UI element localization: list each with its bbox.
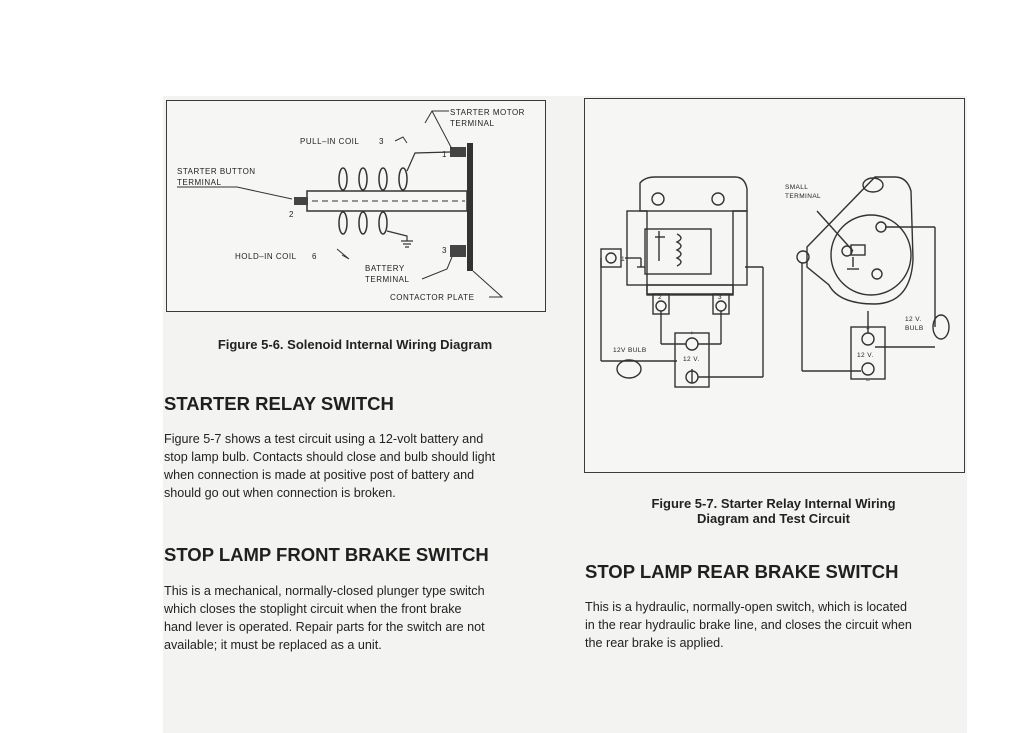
label-num-3: 3 (442, 246, 447, 255)
label-relay-num-3: 3 (718, 294, 722, 301)
label-starter-motor-1: STARTER MOTOR (450, 108, 525, 117)
label-small-2: TERMINAL (785, 193, 821, 200)
figure1-caption: Figure 5-6. Solenoid Internal Wiring Dia… (217, 337, 493, 352)
body-line: when connection is made at positive post… (164, 468, 475, 482)
body-line: the rear brake is applied. (585, 636, 724, 650)
body-line: should go out when connection is broken. (164, 486, 396, 500)
label-bulb-right-1: 12 V. (905, 316, 922, 323)
solenoid-diagram-svg: STARTER MOTOR TERMINAL PULL–IN COIL 3 ST… (177, 108, 525, 302)
body-line: stop lamp bulb. Contacts should close an… (164, 450, 496, 464)
body-starter-relay-switch: Figure 5-7 shows a test circuit using a … (164, 430, 544, 502)
label-relay-num-2: 2 (658, 294, 662, 301)
body-line: Figure 5-7 shows a test circuit using a … (164, 432, 484, 446)
figure2-caption: Figure 5-7. Starter Relay Internal Wirin… (584, 496, 963, 526)
label-num-2: 2 (289, 210, 294, 219)
body-line: hand lever is operated. Repair parts for… (164, 620, 485, 634)
label-minus-right: – (866, 377, 870, 384)
figure2-caption-line2: Diagram and Test Circuit (697, 511, 850, 526)
label-plus-right: + (866, 326, 870, 333)
body-stop-lamp-rear-brake-switch: This is a hydraulic, normally-open switc… (585, 598, 965, 652)
label-relay-num-1: 1 (621, 256, 625, 263)
heading-stop-lamp-front-brake-switch: STOP LAMP FRONT BRAKE SWITCH (164, 544, 489, 565)
label-starter-motor-2: TERMINAL (450, 119, 495, 128)
label-num-1: 1 (442, 150, 447, 159)
body-line: available; it must be replaced as a unit… (164, 638, 382, 652)
label-hold-in-coil: HOLD–IN COIL (235, 252, 297, 261)
label-battery-1: BATTERY (365, 264, 405, 273)
label-pull-in-coil: PULL–IN COIL (300, 137, 359, 146)
figure-starter-relay-diagram: SMALL TERMINAL 12V BULB 12 V. 12 V. BULB… (584, 98, 965, 473)
label-starter-button-2: TERMINAL (177, 178, 222, 187)
label-plus-left: + (690, 330, 694, 337)
terminal-1-shape (450, 147, 466, 157)
label-bulb-left: 12V BULB (613, 347, 647, 354)
figure2-caption-line1: Figure 5-7. Starter Relay Internal Wirin… (651, 496, 896, 511)
label-pull-in-value: 3 (379, 137, 384, 146)
body-line: which closes the stoplight circuit when … (164, 602, 462, 616)
heading-starter-relay-switch: STARTER RELAY SWITCH (164, 393, 394, 414)
starter-button-terminal-shape (294, 197, 308, 205)
label-bulb-right-2: BULB (905, 325, 924, 332)
label-hold-in-value: 6 (312, 252, 317, 261)
body-line: This is a mechanical, normally-closed pl… (164, 584, 485, 598)
body-stop-lamp-front-brake-switch: This is a mechanical, normally-closed pl… (164, 582, 544, 654)
heading-stop-lamp-rear-brake-switch: STOP LAMP REAR BRAKE SWITCH (585, 561, 899, 582)
body-line: This is a hydraulic, normally-open switc… (585, 600, 907, 614)
label-minus-left: – (690, 384, 694, 391)
label-small-1: SMALL (785, 184, 808, 191)
contactor-plate-shape (467, 143, 473, 271)
body-line: in the rear hydraulic brake line, and cl… (585, 618, 912, 632)
pull-in-coil-shape (338, 167, 408, 235)
relay-diagram-svg: SMALL TERMINAL 12V BULB 12 V. 12 V. BULB… (600, 176, 950, 391)
relay-side-shape (796, 176, 950, 380)
label-battery-2: TERMINAL (365, 275, 410, 284)
label-volts-right: 12 V. (857, 352, 874, 359)
label-volts-left: 12 V. (683, 356, 700, 363)
relay-body-shape (600, 176, 764, 388)
label-starter-button-1: STARTER BUTTON (177, 167, 256, 176)
terminal-3-shape (450, 245, 466, 257)
label-contactor-plate: CONTACTOR PLATE (390, 293, 474, 302)
figure-solenoid-diagram: STARTER MOTOR TERMINAL PULL–IN COIL 3 ST… (166, 100, 546, 312)
